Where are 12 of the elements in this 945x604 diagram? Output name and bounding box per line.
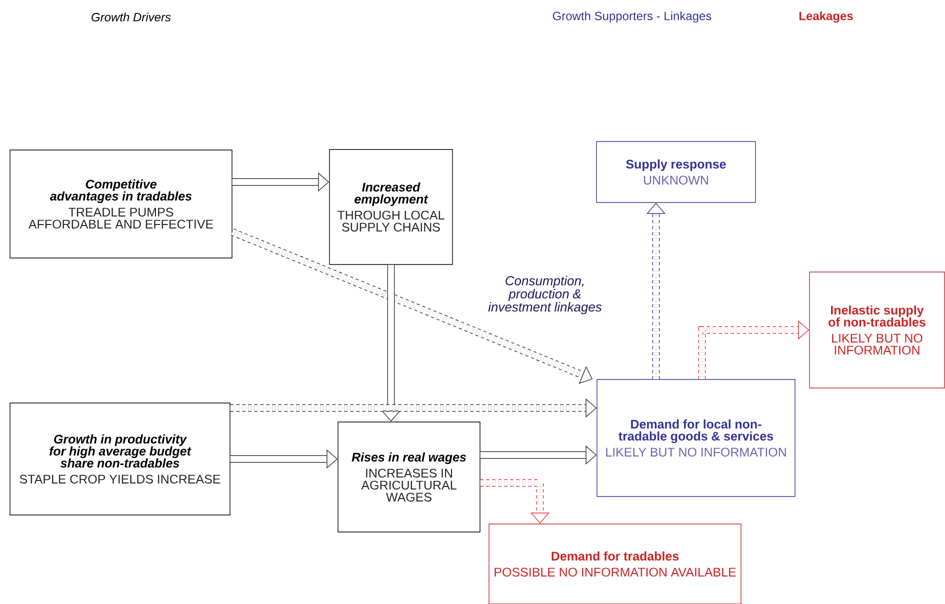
box: Supply response UNKNOWN [596,141,756,203]
column-heading: Leakages [799,11,853,23]
box: Competitive advantages in tradables TREADLE PUMPS AFFORDABLE AND EFFECTIVE [10,150,232,258]
column-heading: Growth Drivers [92,12,171,22]
linkage-label: Consumption, production & investment linkages [488,276,602,314]
box: Demand for local non-tradable goods & services LIKELY BUT NO INFORMATION [596,379,796,497]
box: Rises in real wages INCREASES IN AGRICULTURAL WAGES [338,422,480,532]
box: Growth in productivity for high average budget share non-tradables STAPLE CROP YIELDS INCREASE [10,402,230,516]
box: Inelastic supply of non-tradables LIKELY BUT NO INFORMATION [809,272,945,388]
column-heading: Growth Supporters - Linkages [552,11,712,23]
box: Demand for tradables POSSIBLE NO INFORMATION AVAILABLE [488,524,742,604]
box: Increased employment THROUGH LOCAL SUPPLY CHAINS [329,149,453,265]
